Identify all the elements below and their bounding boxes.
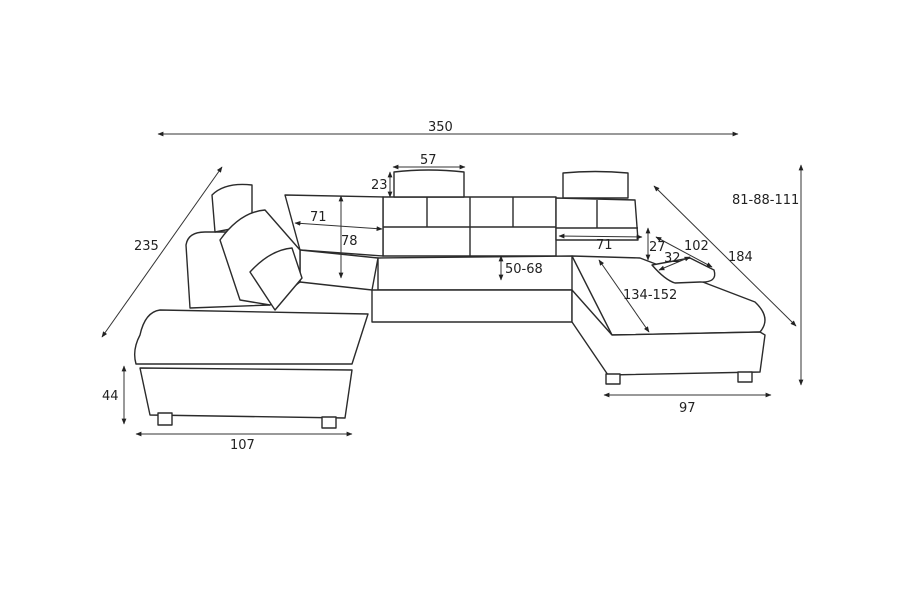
left-chaise-seat [133, 309, 369, 365]
left-seat-center [299, 249, 379, 291]
dim-left-diagonal: 235 [134, 239, 159, 254]
dim-right-width: 97 [679, 401, 696, 416]
dim-right-diagonal: 184 [728, 250, 753, 265]
dim-right-cushion-width: 71 [596, 238, 613, 253]
leg [737, 371, 753, 383]
center-front [371, 289, 573, 323]
leg [605, 373, 621, 385]
dimension-labels: 350 57 23 71 78 50-68 71 27 102 32 184 8… [102, 120, 799, 453]
dim-total-width: 350 [428, 120, 453, 135]
dim-seat-depth-left: 78 [341, 234, 358, 249]
dim-back-cushion-width: 71 [310, 210, 327, 225]
dim-seat-height-range: 50-68 [505, 262, 543, 277]
dim-seat-height: 44 [102, 389, 119, 404]
dimension-lines [101, 131, 804, 437]
dim-armrest-height: 27 [649, 240, 666, 255]
headrest-right [562, 170, 629, 199]
dim-headrest-width: 57 [420, 153, 437, 168]
dim-left-width: 107 [230, 438, 255, 453]
dim-headrest-height: 23 [371, 178, 388, 193]
leg [321, 416, 337, 429]
left-cushion-front [249, 247, 303, 311]
headrest-center [393, 169, 465, 198]
center-seat [377, 255, 573, 291]
right-chaise-base [571, 289, 766, 376]
leg [157, 412, 173, 426]
dim-armrest-length: 102 [684, 239, 709, 254]
dim-total-height: 81-88-111 [732, 193, 799, 208]
dim-armrest-width: 32 [664, 251, 681, 266]
dim-chaise-depth: 134-152 [623, 288, 677, 303]
left-chaise-base [139, 367, 353, 419]
